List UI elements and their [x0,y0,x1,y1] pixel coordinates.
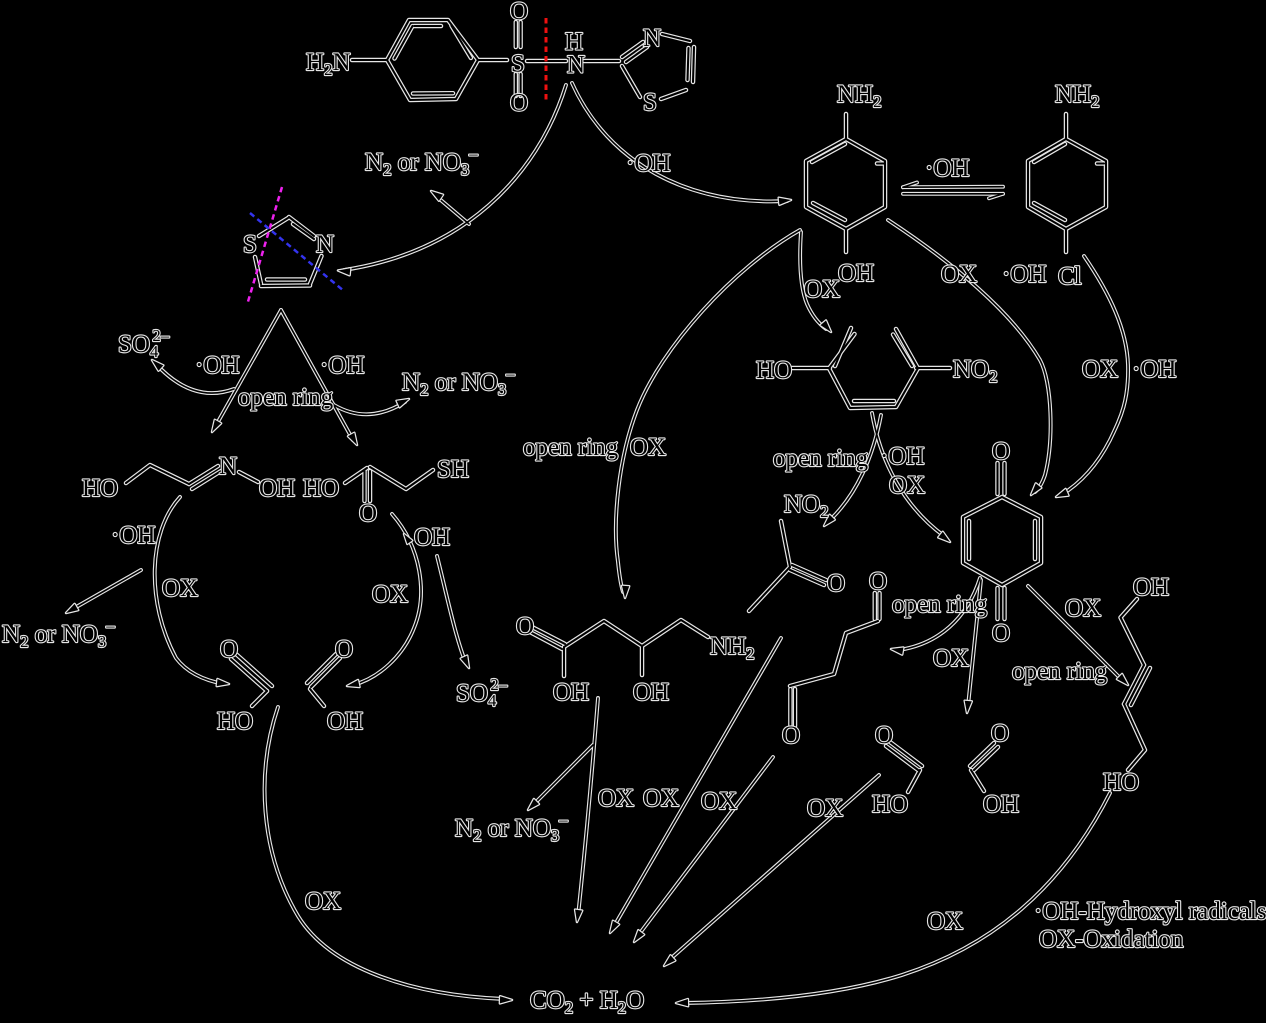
svg-text:open ring: open ring [238,384,334,411]
svg-text:O: O [992,438,1010,465]
svg-text:N: N [219,453,237,480]
svg-text:HO: HO [756,357,792,384]
svg-text:N2 or NO3–: N2 or NO3– [365,144,478,179]
svg-text:·OH: ·OH [626,150,670,177]
svg-text:N: N [567,52,585,79]
svg-text:OH: OH [553,679,589,706]
svg-text:OX: OX [630,434,666,461]
svg-text:·OH: ·OH [195,352,239,379]
svg-text:HO: HO [303,475,339,502]
svg-text:H: H [565,29,583,56]
svg-text:SH: SH [437,456,469,483]
svg-text:open ring: open ring [773,445,869,472]
svg-text:O: O [992,620,1010,647]
svg-text:OX: OX [643,785,679,812]
svg-text:OX: OX [927,908,963,935]
svg-text:open ring: open ring [892,591,988,618]
svg-text:SO42–: SO42– [118,326,170,361]
svg-text:OX: OX [305,888,341,915]
svg-text:O: O [359,500,377,527]
svg-text:·OH: ·OH [880,443,924,470]
svg-text:S: S [643,89,657,116]
svg-text:NH2: NH2 [1055,81,1099,111]
svg-text:CO2 + H2O: CO2 + H2O [530,987,644,1017]
svg-text:S: S [243,231,257,258]
svg-text:O: O [869,568,887,595]
svg-text:HO: HO [1103,769,1139,796]
svg-text:O: O [516,613,534,640]
svg-text:OX: OX [598,785,634,812]
svg-text:·OH: ·OH [1002,261,1046,288]
svg-text:HO: HO [217,708,253,735]
svg-text:HO: HO [82,475,118,502]
svg-text:·OH: ·OH [320,352,364,379]
svg-text:·OH: ·OH [1132,356,1176,383]
svg-text:OH: OH [983,791,1019,818]
svg-text:OX: OX [941,261,977,288]
svg-text:OX: OX [933,645,969,672]
svg-text:N: N [643,25,661,52]
svg-text:OX: OX [804,276,840,303]
svg-text:OH: OH [633,679,669,706]
svg-text:OH: OH [414,524,450,551]
svg-text:N: N [316,231,334,258]
svg-text:Cl: Cl [1058,263,1082,290]
svg-text:open ring: open ring [523,434,619,461]
svg-text:OX: OX [1082,356,1118,383]
svg-text:O: O [220,636,238,663]
svg-text:OH: OH [1133,574,1169,601]
svg-text:OH: OH [259,475,295,502]
svg-text:O: O [510,90,528,117]
svg-text:HO: HO [872,791,908,818]
svg-text:S: S [511,51,525,78]
svg-text:OX: OX [807,795,843,822]
svg-text:O: O [991,720,1009,747]
svg-text:open ring: open ring [1012,658,1108,685]
svg-text:H2N: H2N [306,49,351,79]
svg-text:OH: OH [327,708,363,735]
svg-text:·OH: ·OH [925,155,969,182]
svg-text:O: O [827,570,845,597]
svg-text:O: O [335,636,353,663]
svg-text:OX: OX [1065,595,1101,622]
svg-text:·OH-Hydroxyl radicals: ·OH-Hydroxyl radicals [1034,898,1266,925]
svg-text:OH: OH [838,260,874,287]
svg-text:OX: OX [372,581,408,608]
svg-text:O: O [510,0,528,25]
svg-text:O: O [875,722,893,749]
svg-text:OX: OX [701,788,737,815]
svg-text:OX: OX [162,575,198,602]
svg-text:·OH: ·OH [111,522,155,549]
svg-text:O: O [782,722,800,749]
svg-text:OX-Oxidation: OX-Oxidation [1039,926,1184,953]
svg-text:OX: OX [889,472,925,499]
